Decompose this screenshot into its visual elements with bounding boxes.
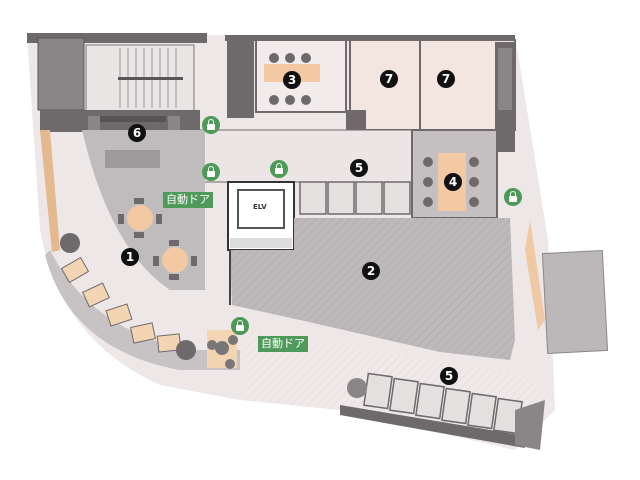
area-2-marker: 2 bbox=[362, 262, 380, 280]
elevator-label: ELV bbox=[253, 203, 267, 211]
lock-icon bbox=[231, 317, 249, 335]
area-4-marker: 4 bbox=[444, 173, 462, 191]
area-3-marker: 3 bbox=[283, 71, 301, 89]
lock-icon bbox=[202, 163, 220, 181]
lock-icon bbox=[270, 160, 288, 178]
area-5-lower-marker: 5 bbox=[440, 367, 458, 385]
auto-door-label-upper: 自動ドア bbox=[163, 192, 213, 208]
area-7-left-marker: 7 bbox=[380, 70, 398, 88]
area-5-upper-marker: 5 bbox=[350, 159, 368, 177]
area-6-marker: 6 bbox=[128, 124, 146, 142]
area-7-right-marker: 7 bbox=[437, 70, 455, 88]
area-1-marker: 1 bbox=[121, 248, 139, 266]
auto-door-label-lower: 自動ドア bbox=[258, 336, 308, 352]
lock-icon bbox=[202, 116, 220, 134]
lock-icon bbox=[504, 188, 522, 206]
